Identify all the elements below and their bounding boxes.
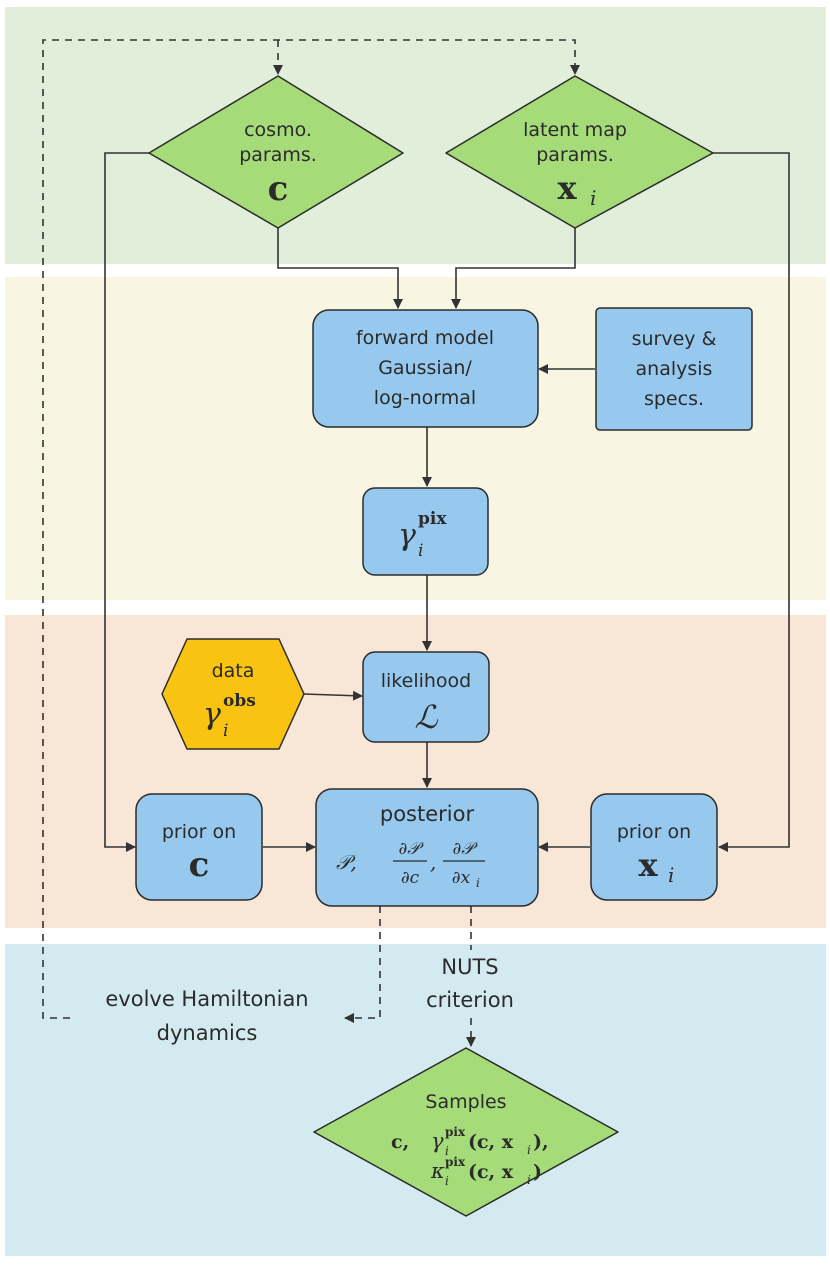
- samples-line2-args: (c, x: [468, 1131, 514, 1153]
- latent-label-1: latent map: [523, 119, 627, 141]
- node-survey-specs: survey & analysis specs.: [595, 307, 753, 431]
- data-sup: obs: [223, 691, 256, 711]
- samples-line2-sup: pix: [445, 1125, 466, 1139]
- samples-line2-sub: i: [445, 1144, 449, 1158]
- posterior-label: posterior: [380, 802, 475, 826]
- samples-line3-sup: pix: [445, 1155, 466, 1169]
- likelihood-symbol: ℒ: [414, 698, 438, 736]
- samples-line3-close: ): [533, 1161, 542, 1183]
- edge-cosmo-to-forward: [277, 226, 403, 309]
- data-sub: i: [223, 721, 228, 741]
- forward-label-3: log-normal: [374, 387, 476, 409]
- posterior-comma: ,: [430, 850, 436, 874]
- gammapix-symbol: γ: [398, 518, 416, 553]
- samples-line3-kappa: κ: [430, 1159, 445, 1183]
- node-cosmo-params: cosmo. params. c: [148, 75, 404, 229]
- hamiltonian-label-2: dynamics: [157, 1021, 258, 1045]
- posterior-frac2-num: ∂𝒫: [452, 839, 478, 859]
- survey-label-3: specs.: [644, 388, 704, 410]
- node-prior-c: prior on c: [135, 793, 263, 901]
- cosmo-label-1: cosmo.: [244, 119, 312, 141]
- cosmo-label-2: params.: [239, 144, 317, 166]
- edge-hamiltonian-loop: [42, 39, 580, 1019]
- prior-x-sub: i: [668, 863, 674, 887]
- dashed-edges: [42, 39, 580, 1047]
- latent-symbol-sub: i: [590, 186, 596, 210]
- edge-latent-to-prior-x: [713, 152, 790, 852]
- posterior-frac1-den: ∂c: [401, 868, 420, 888]
- samples-label: Samples: [425, 1091, 506, 1113]
- likelihood-label: likelihood: [381, 670, 471, 692]
- cosmo-symbol: c: [268, 169, 289, 209]
- samples-line3-args-sub: i: [527, 1173, 531, 1187]
- forward-label-1: forward model: [356, 327, 494, 349]
- node-forward-model: forward model Gaussian/ log-normal: [312, 309, 539, 428]
- survey-label-2: analysis: [636, 358, 713, 380]
- latent-label-2: params.: [536, 144, 614, 166]
- samples-line2-args-sub: i: [527, 1143, 531, 1157]
- latent-symbol: x: [557, 169, 577, 207]
- node-posterior: posterior 𝒫, ∂𝒫 ∂c , ∂𝒫 ∂x i: [315, 788, 539, 907]
- samples-line3-args: (c, x: [468, 1161, 514, 1183]
- node-likelihood: likelihood ℒ: [362, 651, 490, 743]
- band-params: [5, 7, 826, 264]
- samples-line2-close: ),: [533, 1131, 549, 1153]
- posterior-frac1-num: ∂𝒫: [398, 839, 424, 859]
- node-samples: Samples c, γ pix i (c, x i ), κ pix i (c…: [313, 1047, 619, 1217]
- edge-posterior-to-hamiltonian: [344, 906, 381, 1023]
- prior-x-symbol: x: [638, 846, 658, 884]
- data-label: data: [212, 660, 255, 682]
- edge-latent-to-forward: [451, 226, 576, 309]
- gammapix-sup: pix: [418, 509, 447, 529]
- data-symbol: γ: [203, 697, 221, 732]
- edge-data-to-likelihood: [303, 690, 363, 701]
- nuts-label-2: criterion: [426, 988, 514, 1012]
- posterior-frac2-den: ∂x: [452, 868, 471, 888]
- gammapix-sub: i: [418, 541, 423, 561]
- node-latent-params: latent map params. x i: [445, 75, 714, 229]
- nuts-label-1: NUTS: [441, 955, 498, 979]
- node-data: data γ obs i: [161, 638, 305, 750]
- edges: [104, 152, 790, 852]
- node-prior-x: prior on x i: [590, 793, 718, 901]
- prior-c-label: prior on: [162, 821, 236, 843]
- posterior-p: 𝒫,: [336, 850, 357, 874]
- forward-label-2: Gaussian/: [378, 357, 472, 379]
- prior-x-label: prior on: [617, 821, 691, 843]
- samples-line3-sub: i: [445, 1174, 449, 1188]
- samples-line2-c: c,: [391, 1131, 409, 1153]
- posterior-frac2-sub: i: [476, 876, 480, 890]
- hamiltonian-label-1: evolve Hamiltonian: [105, 987, 308, 1011]
- node-gamma-pix: γ pix i: [362, 487, 489, 576]
- prior-c-symbol: c: [189, 845, 210, 885]
- survey-label-1: survey &: [632, 328, 717, 350]
- samples-line2-gamma: γ: [431, 1129, 444, 1153]
- edge-cosmo-to-prior-c: [104, 152, 149, 852]
